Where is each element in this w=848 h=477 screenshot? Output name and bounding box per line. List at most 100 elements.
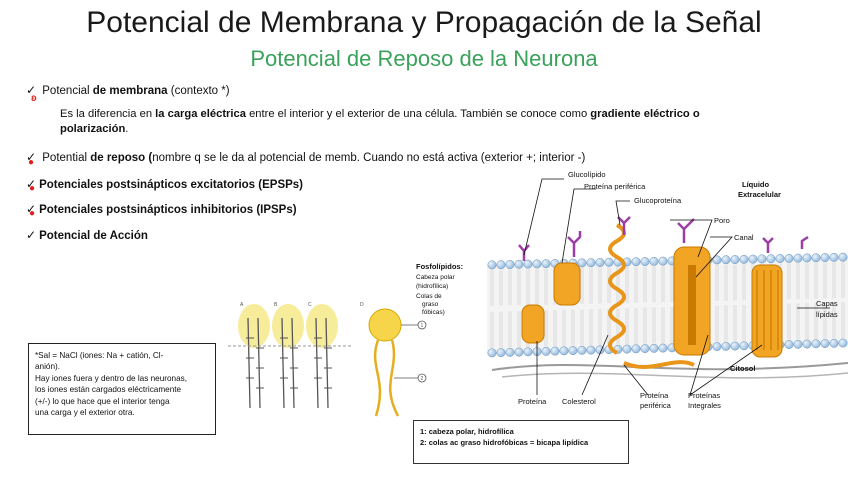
phospholipid-head [839,253,847,261]
bullet-membrane-potential: ✓ Potencial de membrana (contexto *) ʚ [26,83,230,97]
label-protein: Proteína [518,397,547,406]
phospholipid-head [632,258,640,266]
label-lipid: lípidas [816,310,838,319]
phospholipid-head [497,348,505,356]
phospholipid-figure: A B C D 1 2 [228,298,438,428]
phospholipid-head [767,255,775,263]
phospholipid-head [794,254,802,262]
cell-membrane-diagram: Glucolípido Proteína periférica Glucopro… [412,165,848,417]
bullet-resting-potential: ✓ Potential de reposo (nombre q se le da… [26,150,585,164]
phospholipid-head [569,346,577,354]
svg-text:B: B [274,302,278,308]
label-glycoprotein: Glucoproteína [634,196,682,205]
phospholipid-head [488,261,496,269]
phospholipid-head [641,344,649,352]
phospholipid-head [830,253,838,261]
label-tails-of: Colas de [416,293,442,300]
label-integral: Integrales [688,401,721,410]
label-channel: Canal [734,233,754,242]
bullet-epsps: ✓Potenciales postsinápticos excitatorios… [26,177,303,191]
page-subtitle: Potencial de Reposo de la Neurona [0,46,848,72]
phospholipid-head [524,348,532,356]
phospholipid-head [587,259,595,267]
phospholipid-head [803,254,811,262]
phospholipid-head [641,257,649,265]
label-glycolipid: Glucolípido [568,170,606,179]
phospholipid-head [515,260,523,268]
phospholipid-head [587,346,595,354]
bullet-text: Potencial [42,85,93,97]
label-liquid: Líquido [742,180,769,189]
phospholipid-head [830,339,838,347]
phospholipid-head [812,254,820,262]
label-layers: Capas [816,299,838,308]
phospholipid-head [497,260,505,268]
label-pore: Poro [714,216,730,225]
bullet-bold-text: de membrana [93,85,168,97]
label-extracellular: Extracelular [738,190,781,199]
annotation-mark-icon: ʚ [31,93,37,104]
protein [522,305,544,343]
phospholipid-head [650,344,658,352]
salt-note-box: *Sal = NaCl (iones: Na + catión, Cl- ani… [28,343,216,435]
phospholipid-head [812,340,820,348]
phospholipid-head [839,339,847,347]
label-hydrophilic: (hidrofílica) [416,283,448,290]
phospholipid-head [785,254,793,262]
phospholipid-head [506,348,514,356]
label-phobic: fóbicas) [422,309,445,316]
phospholipid-a [238,304,270,408]
phospholipid-head [794,340,802,348]
phospholipid-head [551,347,559,355]
label-proteins: Proteínas [688,391,720,400]
phospholipid-head [722,342,730,350]
phospholipid-head [488,349,496,357]
annotation-mark-icon: ● [28,157,34,168]
bullet-text: (contexto *) [168,85,230,97]
phospholipid-head [596,258,604,266]
phospholipid-head [722,256,730,264]
label-fatty: graso [422,301,439,308]
figure-legend-box: 1: cabeza polar, hidrofílica 2: colas ac… [413,420,629,464]
phospholipid-head [578,346,586,354]
sugar-chains [519,217,808,261]
svg-text:D: D [360,302,364,308]
annotation-mark-icon: ● [29,208,35,219]
label-peripheral-protein-top: Proteína periférica [584,182,646,191]
phospholipid-head [821,253,829,261]
phospholipid-head [578,259,586,267]
label-phospholipids: Fosfolípidos: [416,262,463,271]
phospholipid-head [821,339,829,347]
phospholipid-head [542,347,550,355]
svg-text:A: A [240,302,244,308]
phospholipid-head [632,345,640,353]
phospholipid-head [803,340,811,348]
phospholipid-head [758,255,766,263]
phospholipid-head [650,257,658,265]
label-cytosol: Citosol [730,364,755,373]
phospholipid-head [776,254,784,262]
channel-lumen [688,265,696,345]
bullet-ipsps: ✓Potenciales postsinápticos inhibitorios… [26,202,297,216]
phospholipid-head [785,340,793,348]
phospholipid-head [560,347,568,355]
annotation-mark-icon: ● [29,183,35,194]
label-polar-head: Cabeza polar [416,274,455,281]
peripheral-protein [554,263,580,305]
phospholipid-head [749,255,757,263]
phospholipid-head [524,260,532,268]
phospholipid-head [605,258,613,266]
label-protein-bottom: Proteína [640,391,669,400]
phospholipid-head [515,348,523,356]
phospholipid-head [506,260,514,268]
phospholipid-head [533,260,541,268]
page-title: Potencial de Membrana y Propagación de l… [0,6,848,40]
phospholipid-head [731,255,739,263]
label-peripheral-bottom: periférica [640,401,672,410]
phospholipid-head [713,342,721,350]
phospholipid-b [272,304,304,408]
phospholipid-c [306,304,338,408]
phospholipid-head [659,344,667,352]
check-icon: ✓ [26,228,36,242]
phospholipid-head [623,345,631,353]
